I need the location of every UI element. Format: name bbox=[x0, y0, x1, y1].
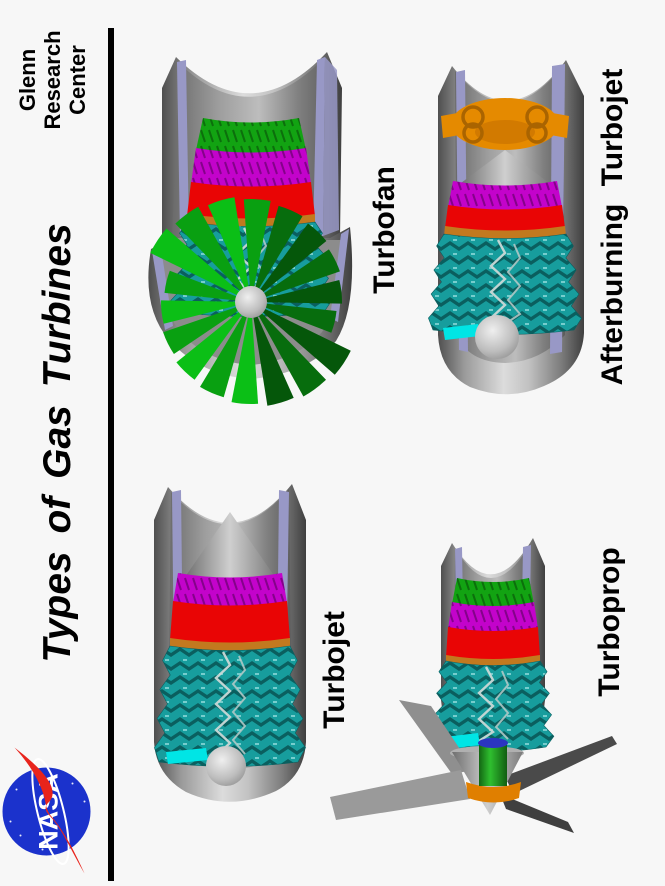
org-line: Center bbox=[64, 45, 90, 115]
org-line: Research bbox=[39, 30, 65, 130]
org-line: Glenn bbox=[14, 48, 40, 112]
org-name: Glenn Research Center bbox=[13, 25, 91, 135]
page-title: Types of Gas Turbines bbox=[36, 223, 79, 663]
nasa-logo: NASA bbox=[0, 744, 96, 880]
turbofan-illustration bbox=[140, 45, 365, 406]
nasa-meatball-icon: NASA bbox=[2, 747, 91, 874]
propeller-blades bbox=[330, 700, 617, 833]
divider-line bbox=[108, 28, 114, 881]
afterburner-flameholder bbox=[441, 98, 569, 150]
afterburning-turbojet-label: Afterburning Turbojet bbox=[596, 68, 629, 386]
afterburning-turbojet-illustration bbox=[425, 45, 600, 405]
turbofan-label: Turbofan bbox=[368, 166, 401, 294]
turbojet-illustration bbox=[145, 470, 320, 815]
turboprop-illustration bbox=[325, 530, 625, 840]
